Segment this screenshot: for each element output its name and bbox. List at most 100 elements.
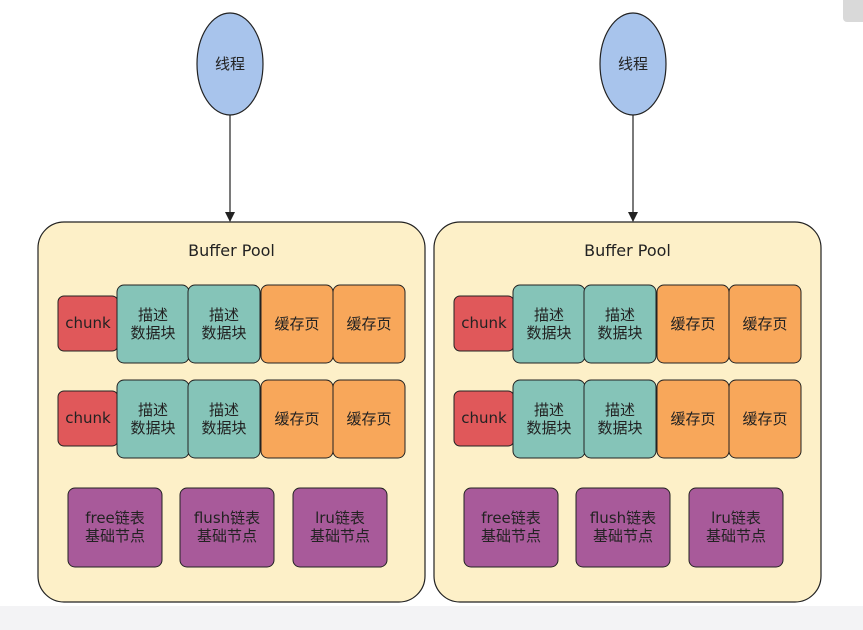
list-base-node-label-line: lru链表: [315, 509, 365, 527]
list-base-node-label: free链表基础节点: [481, 509, 541, 545]
thread-label-line: 线程: [618, 55, 648, 73]
list-base-node-label-line: 基础节点: [593, 527, 653, 545]
descriptor-label-line: 数据块: [201, 419, 246, 437]
cache-page-label: 缓存页: [670, 315, 715, 333]
chunk-label: chunk: [461, 409, 507, 427]
chunk-label-line: chunk: [461, 314, 507, 332]
descriptor-block: [583, 379, 657, 459]
cache-page-label: 缓存页: [346, 315, 391, 333]
list-base-node: flush链表基础节点: [575, 487, 671, 568]
descriptor-label-line: 描述: [605, 306, 635, 324]
list-base-node: flush链表基础节点: [179, 487, 275, 568]
descriptor-label: 描述数据块: [130, 401, 175, 437]
descriptor-label: 描述数据块: [526, 306, 571, 342]
buffer-pool-title-line: Buffer Pool: [584, 241, 671, 260]
list-base-node-label-line: 基础节点: [310, 527, 370, 545]
bottom-strip: [0, 606, 863, 630]
cache-page-label: 缓存页: [670, 410, 715, 428]
list-base-node-label-line: 基础节点: [85, 527, 145, 545]
cache-page-label-line: 缓存页: [742, 410, 787, 428]
descriptor-label-line: 描述: [605, 401, 635, 419]
list-base-node: lru链表基础节点: [292, 487, 388, 568]
cache-page-label-line: 缓存页: [346, 410, 391, 428]
thread-label: 线程: [215, 55, 245, 73]
descriptor-label-line: 描述: [138, 306, 168, 324]
chunk-label-line: chunk: [65, 314, 111, 332]
list-base-node-label-line: free链表: [481, 509, 541, 527]
cache-page-block: [332, 379, 406, 459]
list-base-node-box: [179, 487, 275, 568]
descriptor-label-line: 数据块: [597, 419, 642, 437]
list-base-node-box: [67, 487, 163, 568]
scrollbar-handle[interactable]: [843, 0, 863, 22]
cache-page-label: 缓存页: [742, 315, 787, 333]
list-base-node-label-line: 基础节点: [481, 527, 541, 545]
list-base-node-label: lru链表基础节点: [310, 509, 370, 545]
descriptor-label-line: 数据块: [526, 324, 571, 342]
list-base-node-label-line: 基础节点: [706, 527, 766, 545]
descriptor-label: 描述数据块: [526, 401, 571, 437]
list-base-node-box: [575, 487, 671, 568]
descriptor-label-line: 描述: [209, 401, 239, 419]
cache-page-label-line: 缓存页: [670, 410, 715, 428]
chunk-label: chunk: [65, 409, 111, 427]
cache-page-label: 缓存页: [346, 410, 391, 428]
cache-page-label-line: 缓存页: [742, 315, 787, 333]
descriptor-label-line: 数据块: [130, 324, 175, 342]
descriptor-label: 描述数据块: [130, 306, 175, 342]
descriptor-block: [583, 284, 657, 364]
cache-page-label-line: 缓存页: [346, 315, 391, 333]
chunk-label-line: chunk: [65, 409, 111, 427]
cache-page-label-line: 缓存页: [274, 315, 319, 333]
cache-page-label: 缓存页: [742, 410, 787, 428]
list-base-node-label: free链表基础节点: [85, 509, 145, 545]
list-base-node-label-line: 基础节点: [197, 527, 257, 545]
buffer-pool-title-line: Buffer Pool: [188, 241, 275, 260]
chunk-label-line: chunk: [461, 409, 507, 427]
list-base-node-label-line: free链表: [85, 509, 145, 527]
descriptor-label-line: 数据块: [130, 419, 175, 437]
descriptor-label-line: 数据块: [597, 324, 642, 342]
thread-node: 线程: [599, 12, 667, 116]
list-base-node: free链表基础节点: [463, 487, 559, 568]
descriptor-label-line: 描述: [138, 401, 168, 419]
list-base-node: free链表基础节点: [67, 487, 163, 568]
list-base-node-box: [292, 487, 388, 568]
list-base-node-label: lru链表基础节点: [706, 509, 766, 545]
cache-page-block: [728, 379, 802, 459]
cache-page-label: 缓存页: [274, 410, 319, 428]
descriptor-block: [187, 284, 261, 364]
descriptor-label-line: 数据块: [526, 419, 571, 437]
list-base-node-label: flush链表基础节点: [194, 509, 260, 545]
chunk-label: chunk: [461, 314, 507, 332]
thread-label-line: 线程: [215, 55, 245, 73]
list-base-node-label-line: flush链表: [194, 509, 260, 527]
descriptor-label-line: 描述: [209, 306, 239, 324]
list-base-node-label-line: flush链表: [590, 509, 656, 527]
chunk-label: chunk: [65, 314, 111, 332]
descriptor-label-line: 描述: [534, 401, 564, 419]
thread-label: 线程: [618, 55, 648, 73]
descriptor-label: 描述数据块: [597, 401, 642, 437]
list-base-node: lru链表基础节点: [688, 487, 784, 568]
list-base-node-label-line: lru链表: [711, 509, 761, 527]
descriptor-label-line: 描述: [534, 306, 564, 324]
list-base-node-box: [463, 487, 559, 568]
buffer-pool-title: Buffer Pool: [188, 241, 275, 260]
descriptor-label: 描述数据块: [201, 306, 246, 342]
list-base-node-label: flush链表基础节点: [590, 509, 656, 545]
descriptor-label: 描述数据块: [201, 401, 246, 437]
descriptor-block: [187, 379, 261, 459]
buffer-pool-title: Buffer Pool: [584, 241, 671, 260]
thread-node: 线程: [196, 12, 264, 116]
descriptor-label: 描述数据块: [597, 306, 642, 342]
cache-page-label-line: 缓存页: [274, 410, 319, 428]
cache-page-block: [728, 284, 802, 364]
